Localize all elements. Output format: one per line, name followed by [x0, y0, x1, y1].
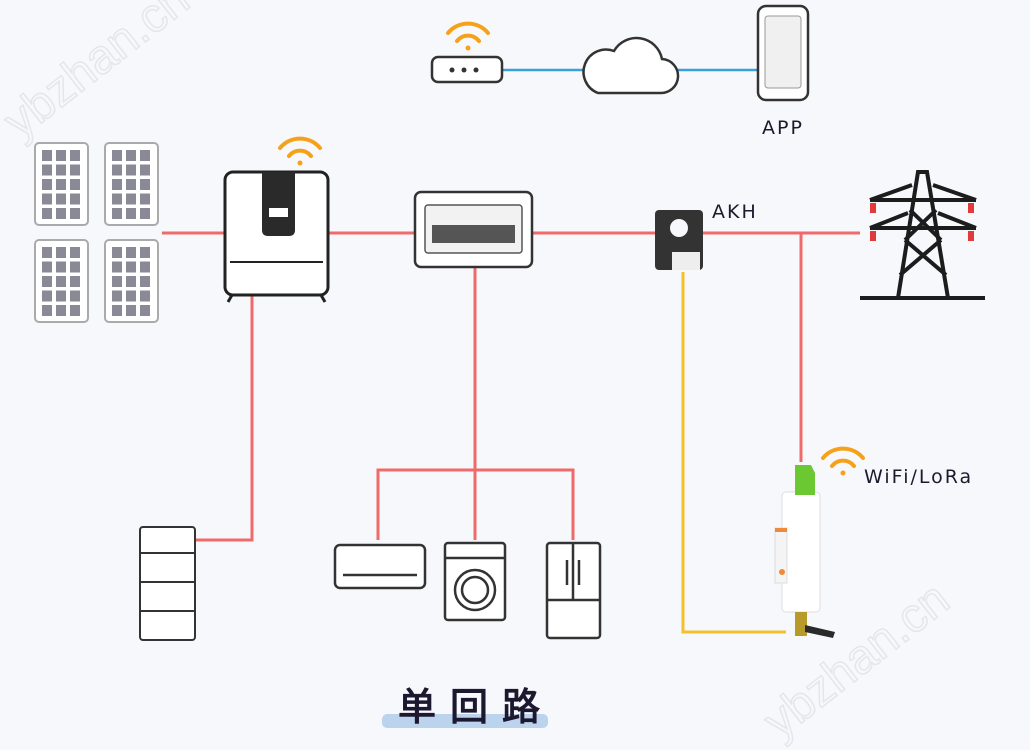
solar-panel [34, 142, 89, 226]
ct-label: AKH [712, 201, 758, 223]
watermark: ybzhan.cn [0, 0, 199, 149]
cloud [582, 36, 680, 95]
line-ct-meter-signal [681, 272, 786, 634]
phone [756, 4, 810, 102]
line-inverter-battery [195, 295, 254, 542]
current-transformer [655, 210, 703, 270]
wifi-icon [821, 446, 865, 476]
refrigerator [545, 541, 602, 640]
solar-panel [104, 239, 159, 323]
solar-panel [34, 239, 89, 323]
distribution-box [413, 190, 534, 269]
air-conditioner [333, 543, 427, 590]
washing-machine [443, 541, 507, 622]
wifi-icon [446, 21, 490, 51]
wifi-icon [278, 136, 322, 166]
battery [139, 526, 196, 641]
smart-meter [774, 465, 835, 638]
solar-panels [34, 142, 159, 323]
app-label: APP [762, 117, 804, 139]
comm-label: WiFi/LoRa [864, 466, 973, 488]
line-load-branch [376, 468, 575, 540]
power-grid-tower [860, 170, 985, 300]
insulator-marks [870, 203, 974, 241]
title-highlight [382, 714, 548, 728]
solar-panel [104, 142, 159, 226]
diagram-title: 单回路 [398, 685, 554, 729]
power-lines [162, 231, 860, 542]
inverter [223, 170, 330, 303]
router [430, 55, 504, 84]
